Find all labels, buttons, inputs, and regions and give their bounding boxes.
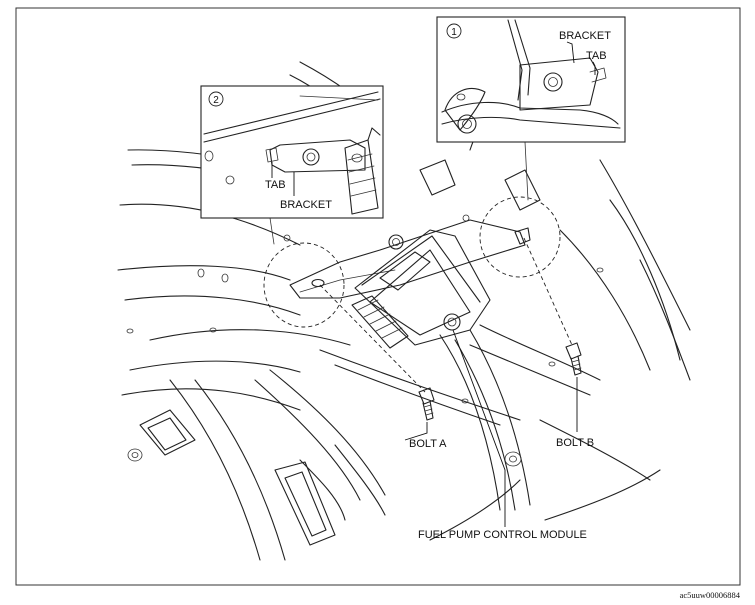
detail-2-number: 2	[213, 95, 219, 106]
bolt-a	[418, 387, 435, 421]
tab-1-label: TAB	[586, 50, 607, 62]
detail-1-number: 1	[451, 27, 457, 38]
reference-code: ac5uuw00006884	[680, 590, 741, 600]
tab-1-leader	[592, 61, 596, 75]
fuel-pump-control-module	[289, 219, 531, 349]
detail-2-badge	[208, 91, 224, 107]
bolt-b-label: BOLT B	[556, 437, 594, 449]
bolt-a-label: BOLT A	[409, 438, 447, 450]
bolt-b	[565, 342, 582, 376]
bracket-2-label: BRACKET	[280, 199, 332, 211]
tab-2-label: TAB	[265, 179, 286, 191]
detail-2-circle	[263, 242, 345, 328]
module-label: FUEL PUMP CONTROL MODULE	[418, 529, 587, 541]
bolt-b-alignment	[523, 237, 573, 346]
detail-2-inset: 2 TAB BRACKET	[200, 85, 384, 219]
module-leader	[452, 329, 506, 527]
bracket-1-leader	[566, 41, 575, 64]
detail-1-circle	[479, 196, 561, 278]
bracket-1-label: BRACKET	[559, 30, 611, 42]
detail-2-connector	[269, 217, 275, 245]
detail-1-badge	[446, 23, 462, 39]
bolt-a-leader	[404, 422, 428, 441]
bolt-a-alignment	[319, 284, 426, 393]
detail-1-inset: 1 BRACKET TAB	[436, 16, 626, 143]
